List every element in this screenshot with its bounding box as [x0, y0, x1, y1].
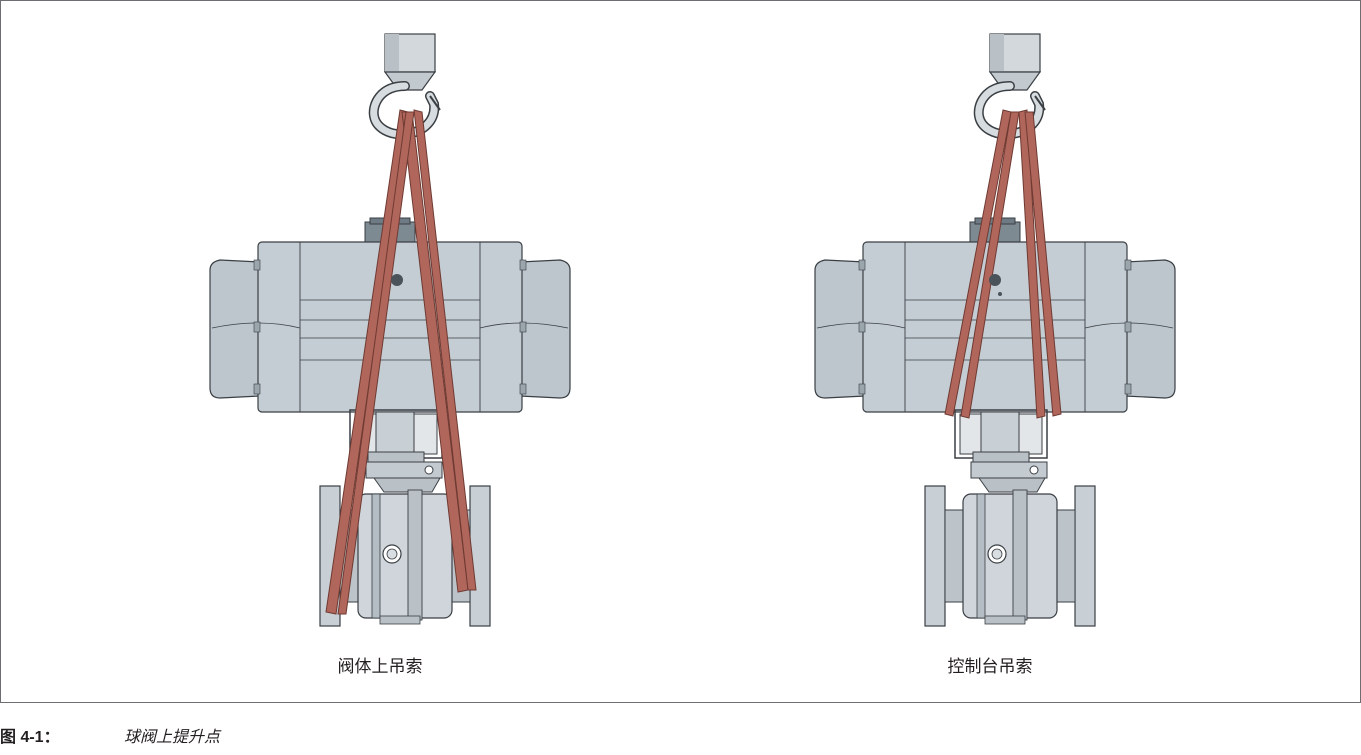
caption-slings-on-valve: 阀体上吊索: [337, 657, 423, 676]
sling-left: [325, 109, 477, 615]
caption-slings-on-actuator: 控制台吊索: [947, 657, 1033, 676]
sling-right: [944, 109, 1062, 419]
panel-slings-on-actuator: [815, 34, 1175, 626]
figure-label: 图 4-1：: [0, 729, 60, 746]
lifting-diagram: [0, 0, 1361, 705]
panel-slings-on-valve: [210, 34, 570, 626]
figure-title: 球阀上提升点: [124, 729, 221, 746]
